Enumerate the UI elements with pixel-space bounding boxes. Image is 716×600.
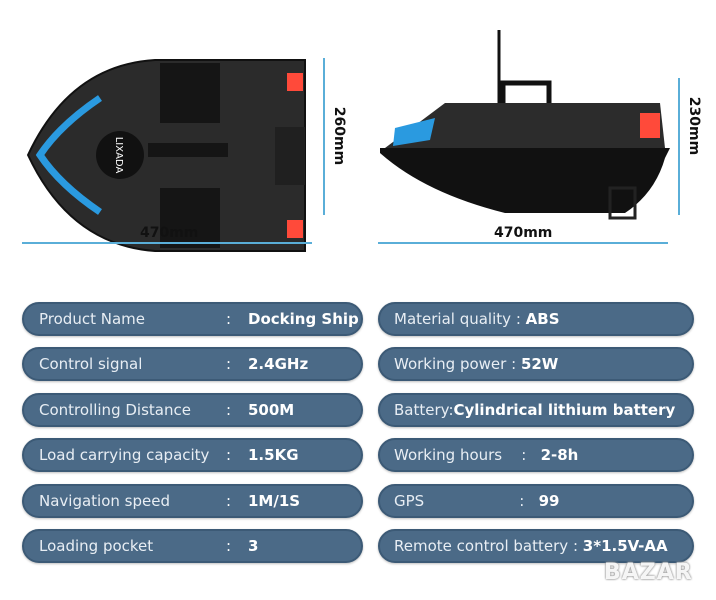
spec-label: Control signal <box>39 355 143 373</box>
spec-value: 2.4GHz <box>248 355 309 373</box>
spec-loading-pocket: Loading pocket:3 <box>22 529 363 563</box>
spec-battery: Battery:Cylindrical lithium battery <box>378 393 694 427</box>
spec-value: 52W <box>520 355 559 373</box>
spec-label: Battery <box>394 401 449 419</box>
spec-label: Working hours <box>394 446 503 464</box>
spec-value: 1M/1S <box>248 492 301 510</box>
spec-value: 3*1.5V-AA <box>582 537 668 555</box>
spec-label: Load carrying capacity <box>39 446 210 464</box>
spec-label: Product Name <box>39 310 145 328</box>
spec-value: Docking Ship <box>248 310 359 328</box>
spec-value: 1.5KG <box>248 446 299 464</box>
dim-line-top-height <box>323 58 325 215</box>
dim-line-top-width <box>22 242 312 244</box>
dim-side-width: 470mm <box>494 225 553 241</box>
spec-value: 500M <box>248 401 295 419</box>
spec-colon: : <box>448 401 454 419</box>
dim-line-side-width <box>378 242 668 244</box>
spec-label: Navigation speed <box>39 492 170 510</box>
dim-side-height: 230mm <box>686 96 703 156</box>
spec-colon: : <box>226 446 232 464</box>
dim-top-width: 470mm <box>140 225 199 241</box>
spec-value: ABS <box>525 310 560 328</box>
spec-colon: : <box>226 401 232 419</box>
spec-gps: GPS: 99 <box>378 484 694 518</box>
spec-label: Controlling Distance <box>39 401 191 419</box>
spec-colon: : <box>226 537 232 555</box>
spec-colon: : <box>515 310 521 328</box>
boat-top-view: LIXADA <box>26 59 306 252</box>
spec-colon: : <box>521 446 527 464</box>
spec-load-capacity: Load carrying capacity:1.5KG <box>22 438 363 472</box>
dim-top-height: 260mm <box>331 106 348 166</box>
spec-working-power: Working power : 52W <box>378 347 694 381</box>
spec-working-hours: Working hours : 2-8h <box>378 438 694 472</box>
spec-label: Working power <box>394 355 507 373</box>
spec-label: Remote control battery <box>394 537 569 555</box>
dim-line-side-height <box>678 78 680 215</box>
spec-colon: : <box>226 492 232 510</box>
spec-control-signal: Control signal:2.4GHz <box>22 347 363 381</box>
spec-remote-battery: Remote control battery : 3*1.5V-AA <box>378 529 694 563</box>
spec-label: Material quality <box>394 310 512 328</box>
spec-colon: : <box>226 310 232 328</box>
spec-label: Loading pocket <box>39 537 154 555</box>
spec-colon: : <box>511 355 517 373</box>
watermark: BAZAR <box>604 560 693 585</box>
spec-value: 99 <box>538 492 560 510</box>
spec-material: Material quality : ABS <box>378 302 694 336</box>
spec-colon: : <box>226 355 232 373</box>
brand-logo: LIXADA <box>113 137 124 174</box>
spec-product-name: Product Name: Docking Ship <box>22 302 363 336</box>
spec-colon: : <box>519 492 525 510</box>
spec-controlling-distance: Controlling Distance:500M <box>22 393 363 427</box>
spec-value: Cylindrical lithium battery <box>453 401 676 419</box>
spec-label: GPS <box>394 492 425 510</box>
spec-value: 3 <box>248 537 259 555</box>
spec-colon: : <box>572 537 578 555</box>
boat-side-view <box>380 30 670 220</box>
spec-value: 2-8h <box>540 446 579 464</box>
spec-navigation-speed: Navigation speed:1M/1S <box>22 484 363 518</box>
